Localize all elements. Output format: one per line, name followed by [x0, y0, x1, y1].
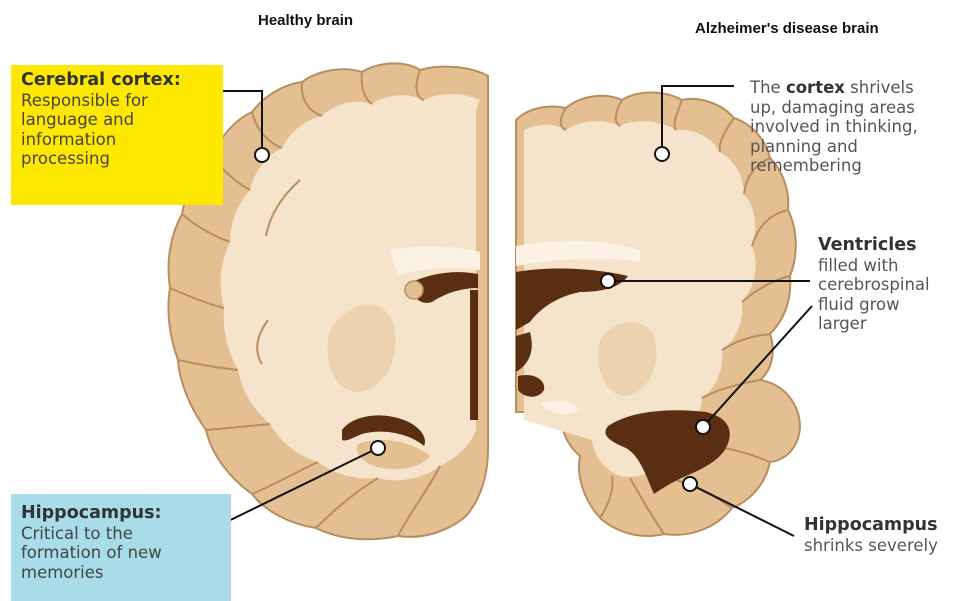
marker-healthy-hippocampus: [371, 441, 385, 455]
cortex-note-line-5: remembering: [750, 156, 975, 176]
healthy-brain-heading: Healthy brain: [258, 12, 353, 29]
cortex-note-line-3: involved in thinking,: [750, 117, 975, 137]
cerebral-cortex-line-4: processing: [21, 149, 213, 169]
cerebral-cortex-box: Cerebral cortex: Responsible for languag…: [11, 65, 223, 205]
marker-alz-cortex: [655, 147, 669, 161]
hippocampus-note-title: Hippocampus: [804, 516, 976, 536]
cerebral-cortex-line-1: Responsible for: [21, 91, 213, 111]
ventricles-note-line-3: fluid grow: [818, 295, 976, 315]
cortex-note-line-2: up, damaging areas: [750, 98, 975, 118]
hippocampus-box-title: Hippocampus:: [21, 504, 221, 524]
hippocampus-box-line-3: memories: [21, 563, 221, 583]
hippocampus-box: Hippocampus: Critical to the formation o…: [11, 494, 231, 601]
cortex-shrivels-note: The cortex shrivels up, damaging areas i…: [750, 78, 975, 176]
marker-alz-ventricles: [601, 274, 615, 288]
cortex-note-bold: cortex: [786, 78, 845, 97]
hippocampus-box-line-1: Critical to the: [21, 524, 221, 544]
cortex-note-line-1: The cortex shrivels: [750, 78, 975, 98]
alzheimers-brain-heading: Alzheimer's disease brain: [695, 20, 879, 37]
cortex-note-line-4: planning and: [750, 137, 975, 157]
ventricles-note: Ventricles filled with cerebrospinal flu…: [818, 236, 976, 334]
marker-healthy-cortex: [255, 148, 269, 162]
cerebral-cortex-line-3: information: [21, 130, 213, 150]
cerebral-cortex-line-2: language and: [21, 110, 213, 130]
marker-alz-hippocampus: [683, 477, 697, 491]
hippocampus-box-line-2: formation of new: [21, 543, 221, 563]
ventricles-note-line-2: cerebrospinal: [818, 275, 976, 295]
ventricles-note-line-4: larger: [818, 314, 976, 334]
hippocampus-shrinks-note: Hippocampus shrinks severely: [804, 516, 976, 555]
marker-alz-ventricles-lower: [696, 420, 710, 434]
ventricles-note-line-1: filled with: [818, 256, 976, 276]
ventricles-note-title: Ventricles: [818, 236, 976, 256]
cerebral-cortex-title: Cerebral cortex:: [21, 71, 213, 91]
hippocampus-note-line: shrinks severely: [804, 536, 976, 556]
